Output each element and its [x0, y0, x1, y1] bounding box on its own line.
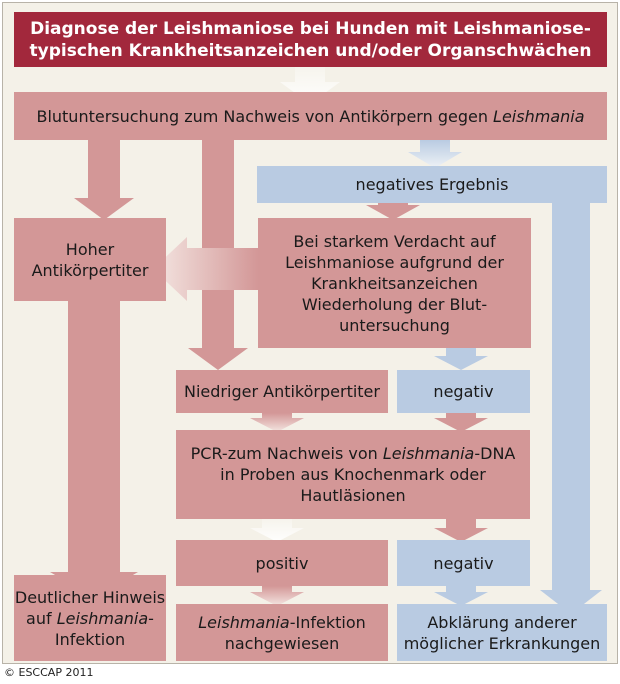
- arrow-pcr-to-negativ2: [434, 519, 488, 542]
- negativ-label-2: negativ: [433, 553, 494, 573]
- pcr-line-3: Hautläsionen: [300, 486, 406, 505]
- confirmed-line-2: nachgewiesen: [224, 633, 340, 653]
- clear-sign-line-1: Deutlicher Hinweis: [14, 587, 166, 607]
- positiv-label: positiv: [255, 553, 309, 573]
- arrow-bloodtest-to-hightiter: [74, 140, 134, 220]
- arrow-bloodtest-to-negative: [408, 140, 462, 168]
- positiv-box: positiv: [176, 540, 388, 586]
- negative-result-label: negatives Ergebnis: [355, 175, 509, 194]
- negativ-box-1: negativ: [397, 370, 530, 413]
- high-titer-box: Hoher Antikörpertiter: [14, 218, 166, 301]
- arrow-suspicion-to-negativ: [434, 348, 488, 370]
- high-titer-line-1: Hoher: [65, 239, 115, 259]
- blood-test-text: Blutuntersuchung zum Nachweis von Antikö…: [36, 106, 585, 126]
- arrow-hightiter-to-clearsign: [50, 285, 138, 598]
- pcr-line-2: in Proben aus Knochenmark oder: [220, 465, 486, 484]
- arrow-title-to-bloodtest: [280, 66, 340, 104]
- suspicion-line-5: untersuchung: [339, 315, 450, 335]
- clear-sign-line-2: auf Leishmania-: [26, 608, 154, 628]
- low-titer-label: Niedriger Antikörpertiter: [184, 382, 380, 401]
- blood-test-box: Blutuntersuchung zum Nachweis von Antikö…: [14, 92, 607, 140]
- arrow-negative-to-otherdiseases: [540, 203, 602, 614]
- arrow-pcr-to-positiv: [250, 519, 304, 542]
- arrow-negativ-to-pcr: [434, 413, 488, 432]
- arrow-suspicion-to-hightiter: [153, 237, 258, 301]
- diagram-title: Diagnose der Leishmaniose bei Hunden mit…: [14, 12, 607, 67]
- other-diseases-line-1: Abklärung anderer: [427, 612, 577, 632]
- confirmed-box: Leishmania-Infektion nachgewiesen: [176, 604, 388, 661]
- suspicion-line-2: Leishmaniose aufgrund der: [285, 252, 504, 272]
- high-titer-line-2: Antikörpertiter: [31, 260, 149, 280]
- negativ-box-2: negativ: [397, 540, 530, 586]
- negativ-label-1: negativ: [433, 382, 494, 401]
- clear-sign-line-3: Infektion: [54, 629, 126, 649]
- other-diseases-box: Abklärung anderer möglicher Erkrankungen: [397, 604, 607, 661]
- other-diseases-line-2: möglicher Erkrankungen: [403, 633, 601, 653]
- arrow-negativ2-to-otherdiseases: [434, 586, 488, 606]
- confirmed-line-1: Leishmania-Infektion: [198, 612, 366, 632]
- negative-result-box: negatives Ergebnis: [257, 166, 607, 203]
- suspicion-line-1: Bei starkem Verdacht auf: [293, 231, 496, 251]
- title-line-2: typischen Krankheitsanzeichen und/oder O…: [29, 40, 592, 61]
- arrow-lowtiter-to-pcr: [250, 413, 304, 432]
- arrow-negative-to-suspicion: [366, 200, 420, 220]
- suspicion-line-3: Krankheitsanzeichen: [311, 273, 478, 293]
- pcr-line-1: PCR-zum Nachweis von Leishmania-DNA: [190, 444, 516, 463]
- arrow-positiv-to-confirmed: [250, 586, 304, 606]
- clear-sign-box: Deutlicher Hinweis auf Leishmania- Infek…: [14, 575, 166, 661]
- suspicion-box: Bei starkem Verdacht auf Leishmaniose au…: [258, 218, 531, 348]
- pcr-box: PCR-zum Nachweis von Leishmania-DNA in P…: [176, 430, 530, 519]
- suspicion-line-4: Wiederholung der Blut-: [301, 294, 488, 314]
- title-line-1: Diagnose der Leishmaniose bei Hunden mit…: [30, 18, 591, 39]
- low-titer-box: Niedriger Antikörpertiter: [176, 370, 388, 413]
- copyright: © ESCCAP 2011: [4, 666, 94, 679]
